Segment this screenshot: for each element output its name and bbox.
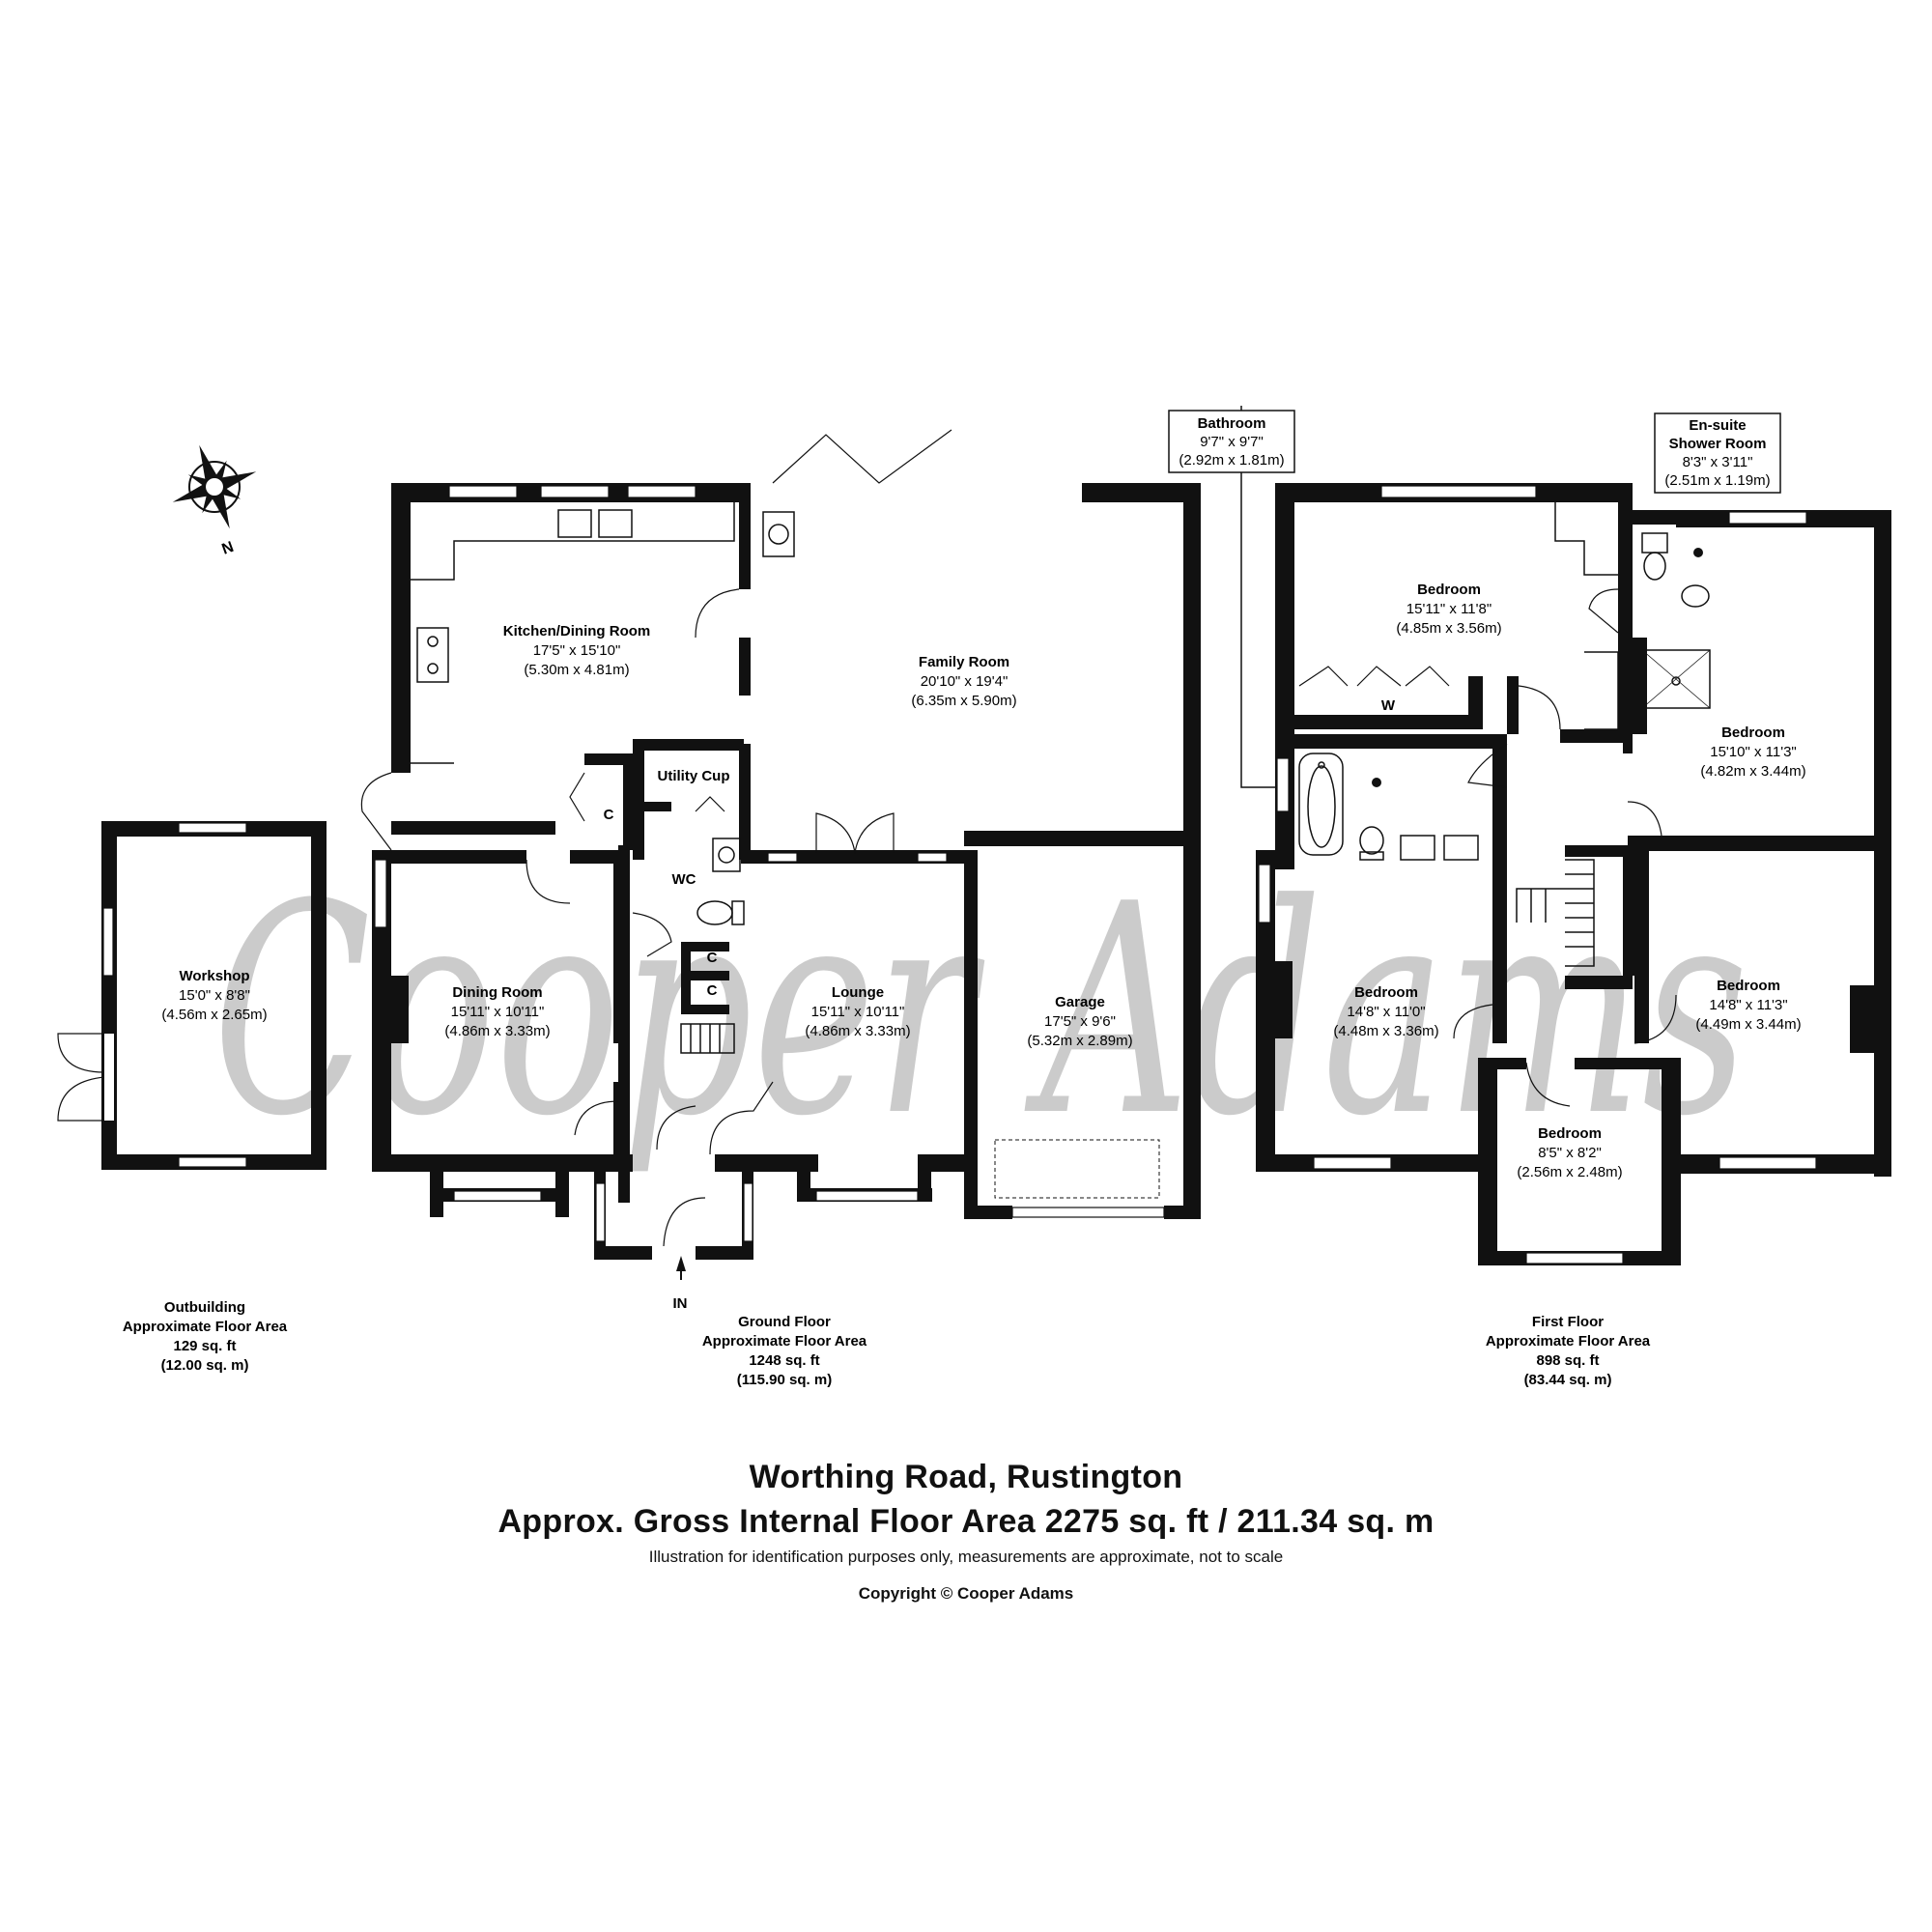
room-size-imperial: 9'7" x 9'7" bbox=[1200, 434, 1264, 450]
room-name: Bedroom bbox=[1721, 724, 1785, 741]
copyright-text: Copyright © Cooper Adams bbox=[858, 1584, 1074, 1603]
room-name: Family Room bbox=[919, 654, 1009, 670]
room-size-imperial: 15'10" x 11'3" bbox=[1710, 744, 1797, 760]
room-ensuite: En-suite Shower Room 8'3" x 3'11" (2.51m… bbox=[1654, 412, 1781, 494]
room-name: Bedroom bbox=[1538, 1125, 1602, 1142]
cupboard-label: C bbox=[707, 950, 718, 966]
room-size-imperial: 20'10" x 19'4" bbox=[921, 673, 1009, 690]
room-size-imperial: 8'5" x 8'2" bbox=[1538, 1145, 1602, 1161]
room-name: WC bbox=[672, 871, 696, 888]
room-name: Dining Room bbox=[452, 984, 542, 1001]
area-subtitle: Approximate Floor Area bbox=[702, 1333, 867, 1350]
area-sqm: (12.00 sq. m) bbox=[161, 1357, 249, 1374]
disclaimer-text: Illustration for identification purposes… bbox=[648, 1548, 1284, 1566]
room-size-metric: (6.35m x 5.90m) bbox=[911, 693, 1016, 709]
room-name-line2: Shower Room bbox=[1669, 436, 1767, 452]
watermark: Cooper Adams bbox=[213, 842, 1748, 1179]
room-name: Bedroom bbox=[1417, 582, 1481, 598]
room-name: Bathroom bbox=[1198, 415, 1266, 432]
room-size-metric: (4.48m x 3.36m) bbox=[1333, 1023, 1438, 1039]
room-name: Kitchen/Dining Room bbox=[503, 623, 651, 639]
first-floor-walls bbox=[1240, 406, 1891, 1265]
address-title: Worthing Road, Rustington bbox=[749, 1459, 1183, 1495]
area-title: First Floor bbox=[1532, 1314, 1604, 1330]
compass-rose-icon bbox=[172, 444, 257, 529]
room-size-imperial: 14'8" x 11'3" bbox=[1709, 997, 1787, 1013]
wardrobe-label: W bbox=[1381, 697, 1396, 714]
room-name: Workshop bbox=[179, 968, 249, 984]
room-size-metric: (2.56m x 2.48m) bbox=[1517, 1164, 1622, 1180]
room-family: Family Room 20'10" x 19'4" (6.35m x 5.90… bbox=[911, 654, 1016, 709]
room-wc: WC bbox=[672, 871, 696, 888]
area-sqm: (83.44 sq. m) bbox=[1524, 1372, 1612, 1388]
area-first-floor: First Floor Approximate Floor Area 898 s… bbox=[1486, 1314, 1651, 1388]
room-size-imperial: 15'11" x 10'11" bbox=[811, 1004, 905, 1020]
outbuilding-walls bbox=[57, 821, 327, 1170]
room-size-imperial: 17'5" x 9'6" bbox=[1044, 1013, 1116, 1030]
compass-north-label: N bbox=[220, 539, 237, 558]
room-name: Garage bbox=[1055, 994, 1105, 1010]
gross-area-title: Approx. Gross Internal Floor Area 2275 s… bbox=[497, 1503, 1435, 1540]
room-size-metric: (5.32m x 2.89m) bbox=[1027, 1033, 1132, 1049]
area-outbuilding: Outbuilding Approximate Floor Area 129 s… bbox=[123, 1299, 288, 1374]
room-name: Bedroom bbox=[1717, 978, 1780, 994]
room-size-imperial: 17'5" x 15'10" bbox=[533, 642, 621, 659]
room-size-imperial: 15'11" x 10'11" bbox=[451, 1004, 545, 1020]
room-size-metric: (2.92m x 1.81m) bbox=[1179, 452, 1284, 469]
room-size-metric: (4.56m x 2.65m) bbox=[161, 1007, 267, 1023]
room-kitchen: Kitchen/Dining Room 17'5" x 15'10" (5.30… bbox=[503, 623, 651, 678]
area-subtitle: Approximate Floor Area bbox=[123, 1319, 288, 1335]
room-size-metric: (4.86m x 3.33m) bbox=[805, 1023, 910, 1039]
room-size-metric: (5.30m x 4.81m) bbox=[524, 662, 629, 678]
ground-floor-walls bbox=[360, 429, 1201, 1280]
area-sqft: 898 sq. ft bbox=[1536, 1352, 1599, 1369]
room-size-metric: (2.51m x 1.19m) bbox=[1664, 472, 1770, 489]
cupboard-label: C bbox=[707, 982, 718, 999]
area-sqft: 1248 sq. ft bbox=[749, 1352, 819, 1369]
area-sqft: 129 sq. ft bbox=[173, 1338, 236, 1354]
room-size-metric: (4.86m x 3.33m) bbox=[444, 1023, 550, 1039]
room-bedroom-3: Bedroom 14'8" x 11'0" (4.48m x 3.36m) bbox=[1333, 984, 1438, 1039]
area-subtitle: Approximate Floor Area bbox=[1486, 1333, 1651, 1350]
room-lounge: Lounge 15'11" x 10'11" (4.86m x 3.33m) bbox=[805, 984, 910, 1039]
room-bathroom: Bathroom 9'7" x 9'7" (2.92m x 1.81m) bbox=[1168, 410, 1295, 473]
room-bedroom-5: Bedroom 8'5" x 8'2" (2.56m x 2.48m) bbox=[1517, 1125, 1622, 1180]
room-name: En-suite bbox=[1689, 417, 1746, 434]
room-size-metric: (4.82m x 3.44m) bbox=[1700, 763, 1805, 780]
room-size-imperial: 15'0" x 8'8" bbox=[179, 987, 250, 1004]
area-ground-floor: Ground Floor Approximate Floor Area 1248… bbox=[702, 1314, 867, 1388]
area-title: Outbuilding bbox=[164, 1299, 245, 1316]
room-size-imperial: 15'11" x 11'8" bbox=[1406, 601, 1492, 617]
cupboard-label: C bbox=[604, 807, 614, 823]
room-size-imperial: 14'8" x 11'0" bbox=[1347, 1004, 1425, 1020]
room-garage: Garage 17'5" x 9'6" (5.32m x 2.89m) bbox=[1027, 994, 1132, 1049]
room-name: Lounge bbox=[832, 984, 884, 1001]
entrance-label: IN bbox=[673, 1295, 688, 1312]
room-utility: Utility Cup bbox=[658, 768, 730, 784]
room-bedroom-2: Bedroom 15'10" x 11'3" (4.82m x 3.44m) bbox=[1700, 724, 1805, 780]
room-dining: Dining Room 15'11" x 10'11" (4.86m x 3.3… bbox=[444, 984, 550, 1039]
area-title: Ground Floor bbox=[738, 1314, 831, 1330]
room-name: Bedroom bbox=[1354, 984, 1418, 1001]
room-size-metric: (4.85m x 3.56m) bbox=[1396, 620, 1501, 637]
room-bedroom-1: Bedroom 15'11" x 11'8" (4.85m x 3.56m) bbox=[1396, 582, 1501, 637]
area-sqm: (115.90 sq. m) bbox=[737, 1372, 832, 1388]
room-bedroom-4: Bedroom 14'8" x 11'3" (4.49m x 3.44m) bbox=[1695, 978, 1801, 1033]
room-name: Utility Cup bbox=[658, 768, 730, 784]
room-workshop: Workshop 15'0" x 8'8" (4.56m x 2.65m) bbox=[161, 968, 267, 1023]
room-size-imperial: 8'3" x 3'11" bbox=[1683, 454, 1753, 470]
room-size-metric: (4.49m x 3.44m) bbox=[1695, 1016, 1801, 1033]
